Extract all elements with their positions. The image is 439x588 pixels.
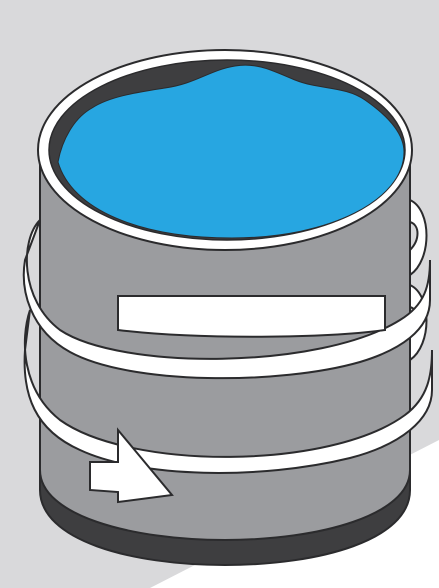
rotation-band-inset [118, 296, 385, 337]
